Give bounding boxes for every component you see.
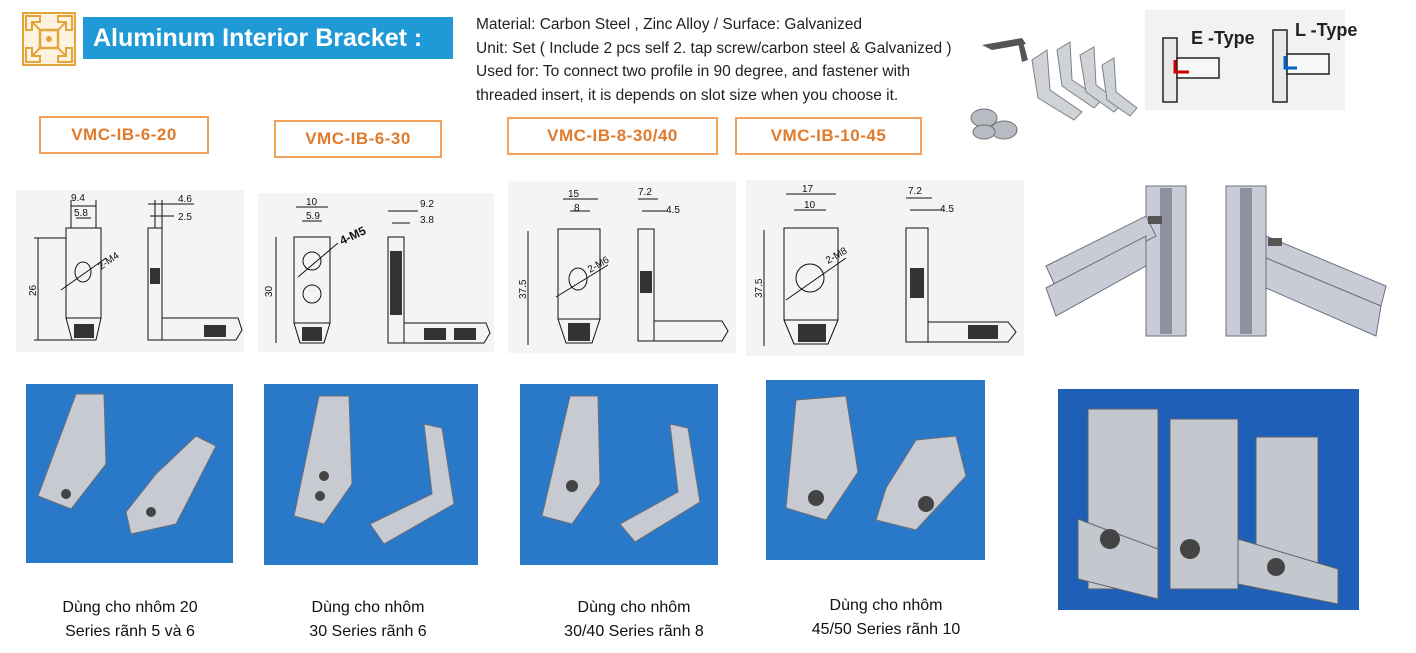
profile-assembly-image [1036, 176, 1400, 344]
caption-4: Dùng cho nhôm 45/50 Series rãnh 10 [776, 594, 996, 642]
caption-1-line1: Dùng cho nhôm 20 [62, 599, 198, 616]
dim-height-2: 30 [264, 285, 275, 297]
dim-w1-4: 17 [802, 184, 814, 195]
dim-s2-4: 4.5 [940, 204, 954, 215]
spec-material: Material: Carbon Steel , Zinc Alloy / Su… [476, 16, 862, 33]
dim-w2-2: 5.9 [306, 211, 320, 222]
dim-thread-1: 2-M4 [96, 250, 121, 272]
dim-w1-3: 15 [568, 189, 580, 200]
dim-s1-2: 9.2 [420, 199, 434, 210]
spec-unit: Unit: Set ( Include 2 pcs self 2. tap sc… [476, 39, 952, 57]
drawing-panel-1: 9.4 5.8 2-M4 26 4.6 2.5 [16, 190, 244, 352]
dim-height-4: 37.5 [754, 278, 765, 298]
caption-4-line1: Dùng cho nhôm [829, 597, 943, 614]
dim-thread-3: 2-M6 [586, 254, 612, 275]
product-code-1: VMC-IB-6-20 [39, 116, 209, 154]
caption-2: Dùng cho nhôm 30 Series rãnh 6 [268, 596, 468, 644]
dim-thread-2: 4-M5 [337, 223, 368, 247]
product-code-3: VMC-IB-8-30/40 [507, 117, 718, 155]
dim-height-3: 37.5 [518, 279, 529, 299]
drawing-panel-4: 17 10 2-M8 37.5 7.2 4.5 [746, 180, 1024, 356]
product-code-2: VMC-IB-6-30 [274, 120, 442, 158]
dim-w2-1: 5.8 [74, 208, 88, 219]
caption-2-line2: 30 Series rãnh 6 [309, 623, 427, 640]
type-diagram: E -Type L -Type [1145, 10, 1357, 110]
e-type-label: E -Type [1191, 28, 1255, 48]
bracket-kit-image [962, 20, 1152, 145]
profile-photo [1058, 389, 1359, 610]
dim-w1-1: 9.4 [71, 193, 85, 204]
caption-1-line2: Series rãnh 5 và 6 [65, 623, 195, 640]
dim-w2-4: 10 [804, 200, 816, 211]
dim-s2-1: 2.5 [178, 212, 192, 223]
product-photo-1 [26, 384, 233, 563]
caption-3: Dùng cho nhôm 30/40 Series rãnh 8 [534, 596, 734, 644]
dim-s1-1: 4.6 [178, 194, 192, 205]
l-type-label: L -Type [1295, 20, 1358, 40]
product-code-4: VMC-IB-10-45 [735, 117, 922, 155]
caption-3-line2: 30/40 Series rãnh 8 [564, 623, 704, 640]
caption-1: Dùng cho nhôm 20 Series rãnh 5 và 6 [30, 596, 230, 644]
caption-2-line1: Dùng cho nhôm [311, 599, 425, 616]
brand-logo-icon [22, 12, 76, 66]
dim-s1-3: 7.2 [638, 187, 652, 198]
dim-s2-3: 4.5 [666, 205, 680, 216]
spec-usage-1: Used for: To connect two profile in 90 d… [476, 63, 910, 80]
page-title: Aluminum Interior Bracket : [83, 17, 453, 59]
drawing-panel-2: 10 5.9 4-M5 30 9.2 3.8 [258, 193, 494, 352]
spec-usage-2: threaded insert, it is depends on slot s… [476, 86, 899, 104]
dim-height-1: 26 [28, 284, 39, 296]
dim-thread-4: 2-M8 [824, 245, 850, 266]
dim-s1-4: 7.2 [908, 186, 922, 197]
product-photo-4 [766, 380, 985, 560]
caption-3-line1: Dùng cho nhôm [577, 599, 691, 616]
dim-w1-2: 10 [306, 197, 318, 208]
dim-w2-3: 8 [574, 203, 580, 214]
spec-description: Material: Carbon Steel , Zinc Alloy / Su… [476, 13, 956, 107]
caption-4-line2: 45/50 Series rãnh 10 [811, 621, 961, 638]
drawing-panel-3: 15 8 2-M6 37.5 7.2 4.5 [508, 181, 736, 353]
dim-s2-2: 3.8 [420, 215, 434, 226]
product-photo-2 [264, 384, 478, 565]
product-photo-3 [520, 384, 718, 565]
